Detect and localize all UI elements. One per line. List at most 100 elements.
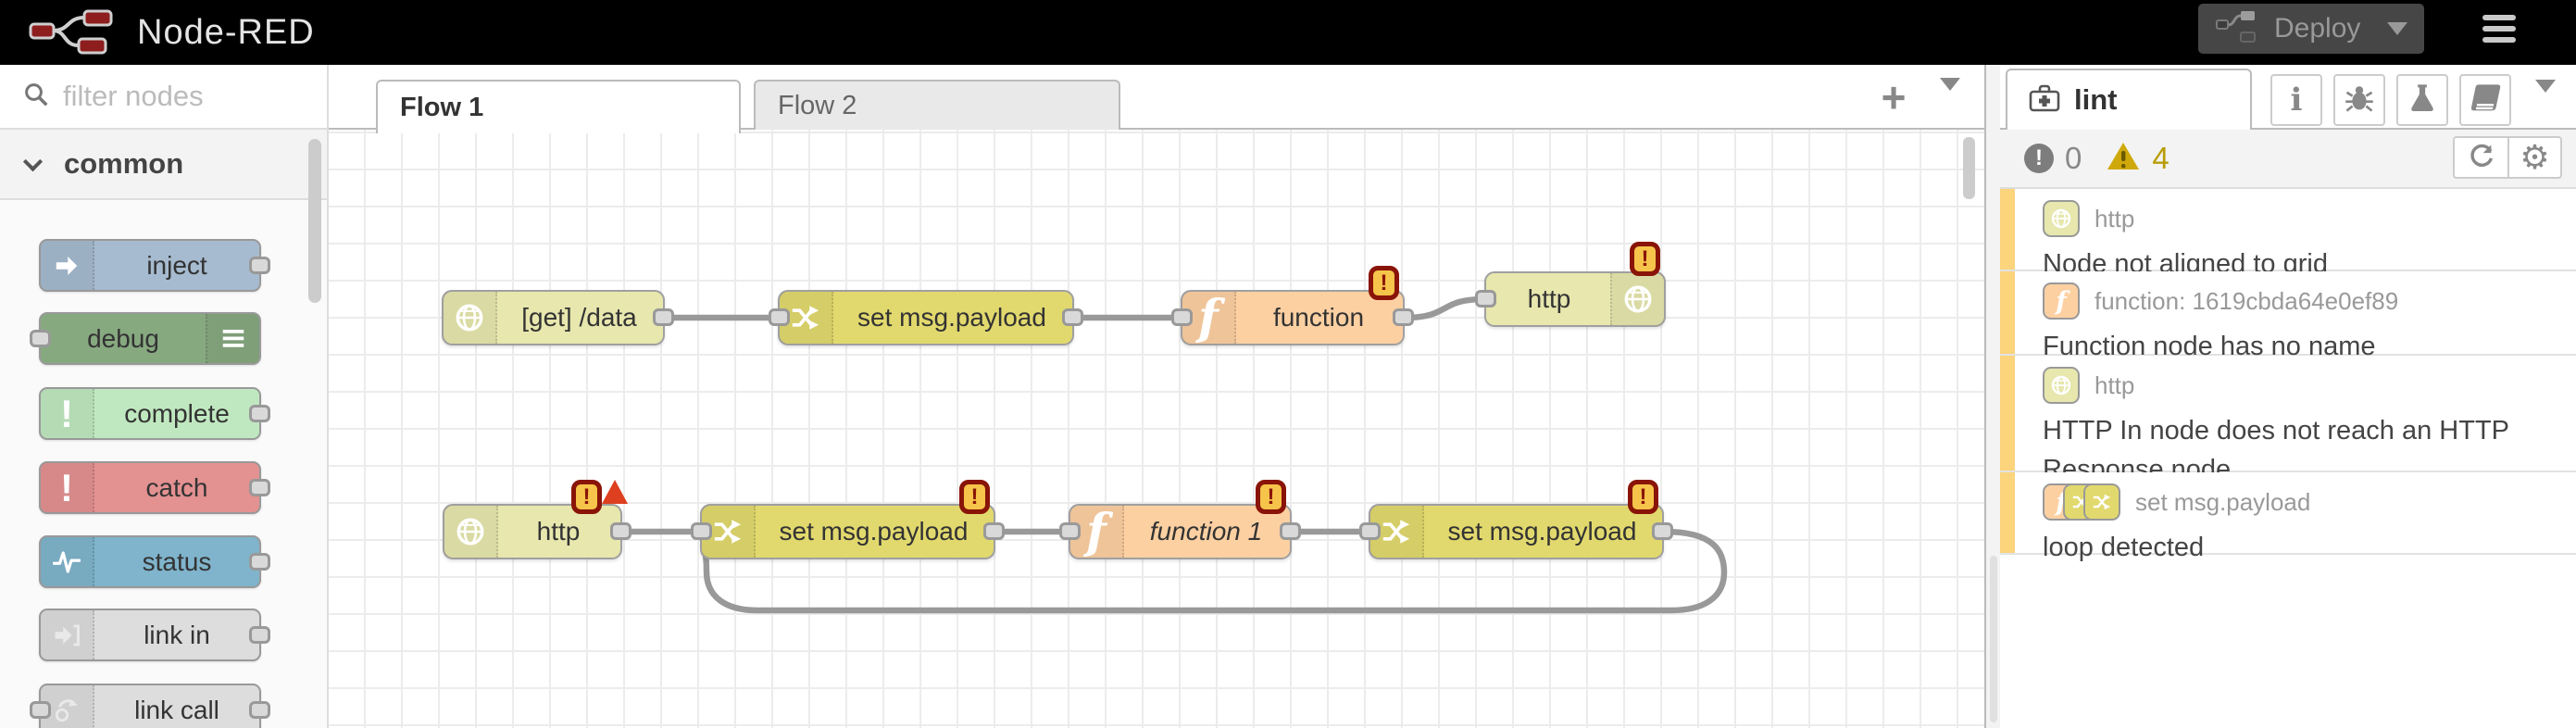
tab-flow-2[interactable]: Flow 2 [754, 80, 1120, 130]
function-icon: f [1198, 289, 1219, 345]
sidebar-tab-help[interactable] [2459, 74, 2511, 126]
node-port-out[interactable] [249, 700, 270, 719]
sidebar-tab-test[interactable] [2396, 74, 2448, 126]
node-port-out[interactable] [653, 308, 674, 326]
node-icon-region [1370, 506, 1424, 558]
search-icon [22, 81, 50, 113]
node-icon-region [41, 241, 94, 290]
node-port-in[interactable] [769, 308, 790, 326]
globe-icon [2051, 375, 2071, 395]
link-call-icon [55, 698, 78, 722]
node-port-out[interactable] [249, 404, 270, 422]
sidebar-tab-debug[interactable] [2333, 74, 2385, 126]
lint-item-node-label: set msg.payload [2135, 487, 2311, 516]
palette-node-catch[interactable]: !catch [39, 461, 270, 514]
node-port-in[interactable] [30, 329, 51, 347]
palette-node-complete[interactable]: !complete [39, 387, 270, 440]
node-warning-badge: ! [1369, 266, 1399, 300]
canvas-node-http-in-bottom[interactable]: http! [443, 480, 631, 559]
function-icon: f [1086, 503, 1107, 559]
add-flow-button[interactable]: + [1881, 73, 1907, 121]
refresh-icon [2468, 142, 2495, 174]
error-count-icon: ! [2024, 144, 2054, 173]
shuffle-icon [714, 520, 742, 544]
palette-node-inject[interactable]: inject [39, 239, 270, 292]
wire[interactable] [696, 528, 1728, 614]
palette-category-common[interactable]: common [0, 130, 327, 200]
canvas-node-http-response[interactable]: http! [1475, 242, 1666, 327]
sidebar-tab-info[interactable]: i [2270, 74, 2322, 126]
node-port-out[interactable] [1393, 308, 1414, 326]
node-port-in[interactable] [691, 522, 712, 540]
hamburger-icon [2482, 15, 2516, 20]
palette-node-label: status [142, 546, 212, 576]
node-port-in[interactable] [1059, 522, 1081, 540]
main-menu-button[interactable] [2482, 15, 2516, 48]
palette-node-status[interactable]: status [39, 535, 270, 588]
node-icon-region [41, 610, 94, 659]
palette-node-link-in[interactable]: link in [39, 609, 270, 661]
sidebar-tab-lint[interactable]: lint [2006, 69, 2252, 130]
tab-flow-1[interactable]: Flow 1 [376, 80, 741, 133]
sidebar-tabs-caret-icon[interactable] [2535, 80, 2556, 109]
node-port-out[interactable] [1062, 308, 1083, 326]
node-port-out[interactable] [1280, 522, 1301, 540]
node-port-out[interactable] [983, 522, 1005, 540]
canvas-node-http-in-get-data[interactable]: [get] /data [442, 290, 674, 345]
list-icon [222, 329, 244, 347]
palette-scrollbar[interactable] [308, 139, 321, 303]
book-icon [2470, 83, 2501, 118]
node-port-in[interactable] [30, 700, 51, 719]
node-icon-region [206, 314, 259, 363]
node-port-in[interactable] [1359, 522, 1381, 540]
node-icon-region: ! [41, 389, 94, 438]
lint-item-message: loop detected [2043, 533, 2205, 562]
node-port-out[interactable] [249, 478, 270, 496]
deploy-label: Deploy [2274, 13, 2361, 44]
palette-category-label: common [64, 147, 184, 180]
canvas-node-change-top[interactable]: set msg.payload [769, 290, 1083, 345]
inject-icon [56, 256, 78, 275]
canvas-node-change-bottom-2[interactable]: set msg.payload! [1359, 480, 1673, 559]
node-port-out[interactable] [249, 552, 270, 571]
node-port-out[interactable] [1652, 522, 1673, 540]
canvas-vertical-scrollbar[interactable] [1963, 137, 1975, 199]
wire[interactable] [1401, 295, 1488, 321]
node-warning-badge: ! [1630, 242, 1660, 276]
sidebar-separator[interactable] [1984, 65, 2000, 728]
canvas-node-change-bottom-1[interactable]: set msg.payload! [691, 480, 1005, 559]
warning-count: 4 [2152, 141, 2170, 175]
chevron-down-icon [22, 151, 44, 171]
deploy-options-caret-icon[interactable] [2387, 22, 2407, 35]
node-port-out[interactable] [249, 256, 270, 274]
filter-nodes-input[interactable] [61, 79, 293, 114]
palette-node-link-call[interactable]: link call [30, 684, 270, 728]
node-error-triangle-icon [602, 480, 628, 504]
info-icon: i [2290, 82, 2303, 119]
flow-list-caret-icon[interactable] [1940, 78, 1960, 107]
warning-triangle-icon [2106, 141, 2141, 176]
palette-node-label: debug [87, 323, 159, 353]
refresh-button[interactable] [2455, 138, 2507, 177]
sidebar-tab-label: lint [2074, 83, 2118, 116]
node-port-in[interactable] [1171, 308, 1193, 326]
node-port-in[interactable] [1475, 290, 1496, 308]
deploy-button[interactable]: Deploy [2198, 4, 2424, 54]
node-icon-region [444, 292, 497, 344]
node-port-out[interactable] [610, 522, 631, 540]
flow-tab-bar: Flow 1 Flow 2 + [329, 65, 1984, 133]
function-icon: f [2056, 286, 2067, 316]
palette-node-label: link in [144, 620, 210, 649]
node-port-out[interactable] [249, 625, 270, 644]
palette-node-debug[interactable]: debug [30, 312, 261, 365]
node-icon-region [41, 537, 94, 586]
settings-button[interactable]: ⚙ [2507, 138, 2560, 177]
status-icon [53, 550, 81, 573]
